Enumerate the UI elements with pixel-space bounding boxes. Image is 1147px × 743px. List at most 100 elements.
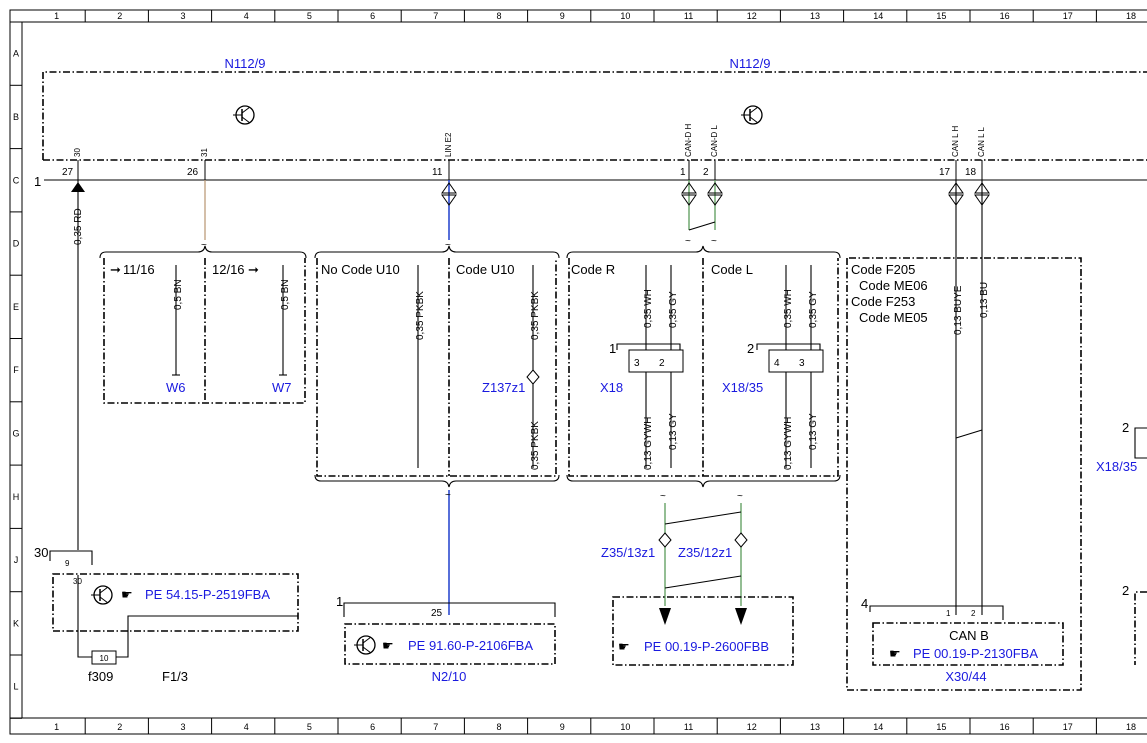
x18-35-right-link[interactable]: X18/35	[1096, 459, 1137, 474]
code-rl-box: Code R Code L 0,35 WH 0,35 GY 0,35 WH 0,…	[568, 258, 839, 477]
svg-text:➞: ➞	[110, 262, 121, 277]
grid-column-label: 4	[244, 722, 249, 732]
wire-label-wh-1: 0,35 WH	[643, 289, 654, 328]
arrow-down-icon	[735, 608, 747, 625]
grid-row-label: C	[13, 175, 20, 185]
grid-column-label: 13	[810, 722, 820, 732]
grid-row-label: E	[13, 302, 19, 312]
grid-column-label: 5	[307, 11, 312, 21]
svg-text:~: ~	[445, 490, 451, 501]
grid-column-label: 6	[370, 11, 375, 21]
x18-35-link[interactable]: X18/35	[722, 380, 763, 395]
svg-text:➞: ➞	[248, 262, 259, 277]
svg-text:~: ~	[737, 491, 743, 502]
svg-text:3: 3	[799, 358, 805, 369]
grid-column-label: 8	[496, 722, 501, 732]
brace-groups	[99, 245, 841, 488]
wire-label-gy-3: 0,13 GY	[668, 413, 679, 450]
svg-text:~: ~	[685, 236, 691, 247]
z35-13z1-link[interactable]: Z35/13z1	[601, 545, 655, 560]
wire-label-gywh-1: 0,13 GYWH	[643, 417, 654, 470]
grid-column-label: 11	[684, 722, 693, 732]
module-name-left: N112/9	[225, 56, 266, 71]
svg-text:2: 2	[971, 609, 976, 618]
f1-3-module: 30 9 30 ☛ PE 54.15-P-2519FBA 10 f309 F1/…	[34, 545, 299, 684]
code-l-label: Code L	[711, 262, 753, 277]
svg-text:30: 30	[34, 545, 48, 560]
w6-link[interactable]: W6	[166, 380, 186, 395]
pe-2600-link[interactable]: PE 00.19-P-2600FBB	[644, 639, 769, 654]
grid-column-label: 10	[620, 722, 630, 732]
wire-label-gy-2: 0,35 GY	[808, 291, 819, 328]
grid-column-label: 14	[873, 11, 883, 21]
grid-column-label: 13	[810, 11, 820, 21]
svg-text:~: ~	[660, 491, 666, 502]
hand-pointer-icon: ☛	[121, 587, 133, 602]
grid-column-label: 7	[433, 11, 438, 21]
grid-column-label: 5	[307, 722, 312, 732]
pin-number-2: 2	[703, 167, 709, 178]
code-f253-label: Code F253	[851, 294, 915, 309]
grid-column-label: 17	[1063, 722, 1073, 732]
no-code-u10-label: No Code U10	[321, 262, 400, 277]
grid-column-label: 1	[54, 722, 59, 732]
grid-column-label: 17	[1063, 11, 1073, 21]
code-me06-label: Code ME06	[859, 278, 928, 293]
z35-12z1-link[interactable]: Z35/12z1	[678, 545, 732, 560]
w6-ref: 11/16	[123, 262, 155, 277]
can-b-label: CAN B	[949, 628, 989, 643]
pin-number-1: 1	[680, 167, 686, 178]
pin-label-lin-e2: LIN E2	[444, 132, 453, 157]
right-edge-fragment: 2 X18/35 2	[1096, 420, 1147, 665]
wire-label-pkbk-3: 0,35 PKBK	[530, 421, 541, 470]
splice-icon	[734, 532, 748, 548]
x18-link[interactable]: X18	[600, 380, 623, 395]
grid-column-label: 6	[370, 722, 375, 732]
svg-text:2: 2	[1122, 583, 1129, 598]
fuse-label: F1/3	[162, 669, 188, 684]
pe-2106-link[interactable]: PE 91.60-P-2106FBA	[408, 638, 533, 653]
grid-row-label: K	[13, 618, 19, 628]
z35-splices: ~ ~ Z35/13z1 Z35/12z1 ☛ PE 00.19-P-2600F…	[601, 491, 794, 666]
wire-label-gy-4: 0,13 GY	[808, 413, 819, 450]
pe-2130-link[interactable]: PE 00.19-P-2130FBA	[913, 646, 1038, 661]
grid-column-label: 7	[433, 722, 438, 732]
grid-column-label: 2	[117, 722, 122, 732]
grid-column-label: 1	[54, 11, 59, 21]
arrow-down-icon	[659, 608, 671, 625]
svg-text:10: 10	[100, 654, 109, 663]
svg-text:4: 4	[774, 358, 780, 369]
wire-lines: 0,35 RD ~ ~ ~ ~ ~	[71, 180, 990, 615]
grid-column-label: 18	[1126, 11, 1136, 21]
splice-icon	[658, 532, 672, 548]
z137z1-link[interactable]: Z137z1	[482, 380, 525, 395]
grid-row-label: D	[13, 239, 20, 249]
fuse-name: f309	[88, 669, 113, 684]
grid-column-label: 16	[1000, 722, 1010, 732]
wire-label-wh-2: 0,35 WH	[783, 289, 794, 328]
code-me05-label: Code ME05	[859, 310, 928, 325]
transistor-icon	[354, 635, 376, 655]
n2-10-link[interactable]: N2/10	[432, 669, 467, 684]
grid-column-label: 3	[180, 11, 185, 21]
svg-text:3: 3	[634, 358, 640, 369]
transistor-icon	[91, 585, 113, 605]
pe-2519-link[interactable]: PE 54.15-P-2519FBA	[145, 587, 270, 602]
wire-label-bu: 0,13 BU	[979, 282, 990, 318]
svg-text:4: 4	[861, 596, 868, 611]
grid-row-label: A	[13, 49, 19, 59]
pin-number-17: 17	[939, 167, 951, 178]
grid-column-label: 4	[244, 11, 249, 21]
grid-row-label: G	[12, 428, 19, 438]
wire-label-gy-1: 0,35 GY	[668, 291, 679, 328]
svg-text:1: 1	[609, 341, 616, 356]
svg-text:~: ~	[201, 240, 207, 251]
pin-label-can-l-h: CAN L H	[951, 126, 960, 157]
ground-boxes: ➞ 11/16 12/16 ➞ 0,5 BN 0,5 BN W6 W7	[103, 258, 306, 404]
code-u10-label: Code U10	[456, 262, 515, 277]
wire-label-buye: 0,13 BUYE	[953, 285, 964, 335]
w7-link[interactable]: W7	[272, 380, 292, 395]
grid-column-label: 18	[1126, 722, 1136, 732]
pin-label-30: 30	[73, 148, 82, 157]
x30-44-link[interactable]: X30/44	[945, 669, 986, 684]
